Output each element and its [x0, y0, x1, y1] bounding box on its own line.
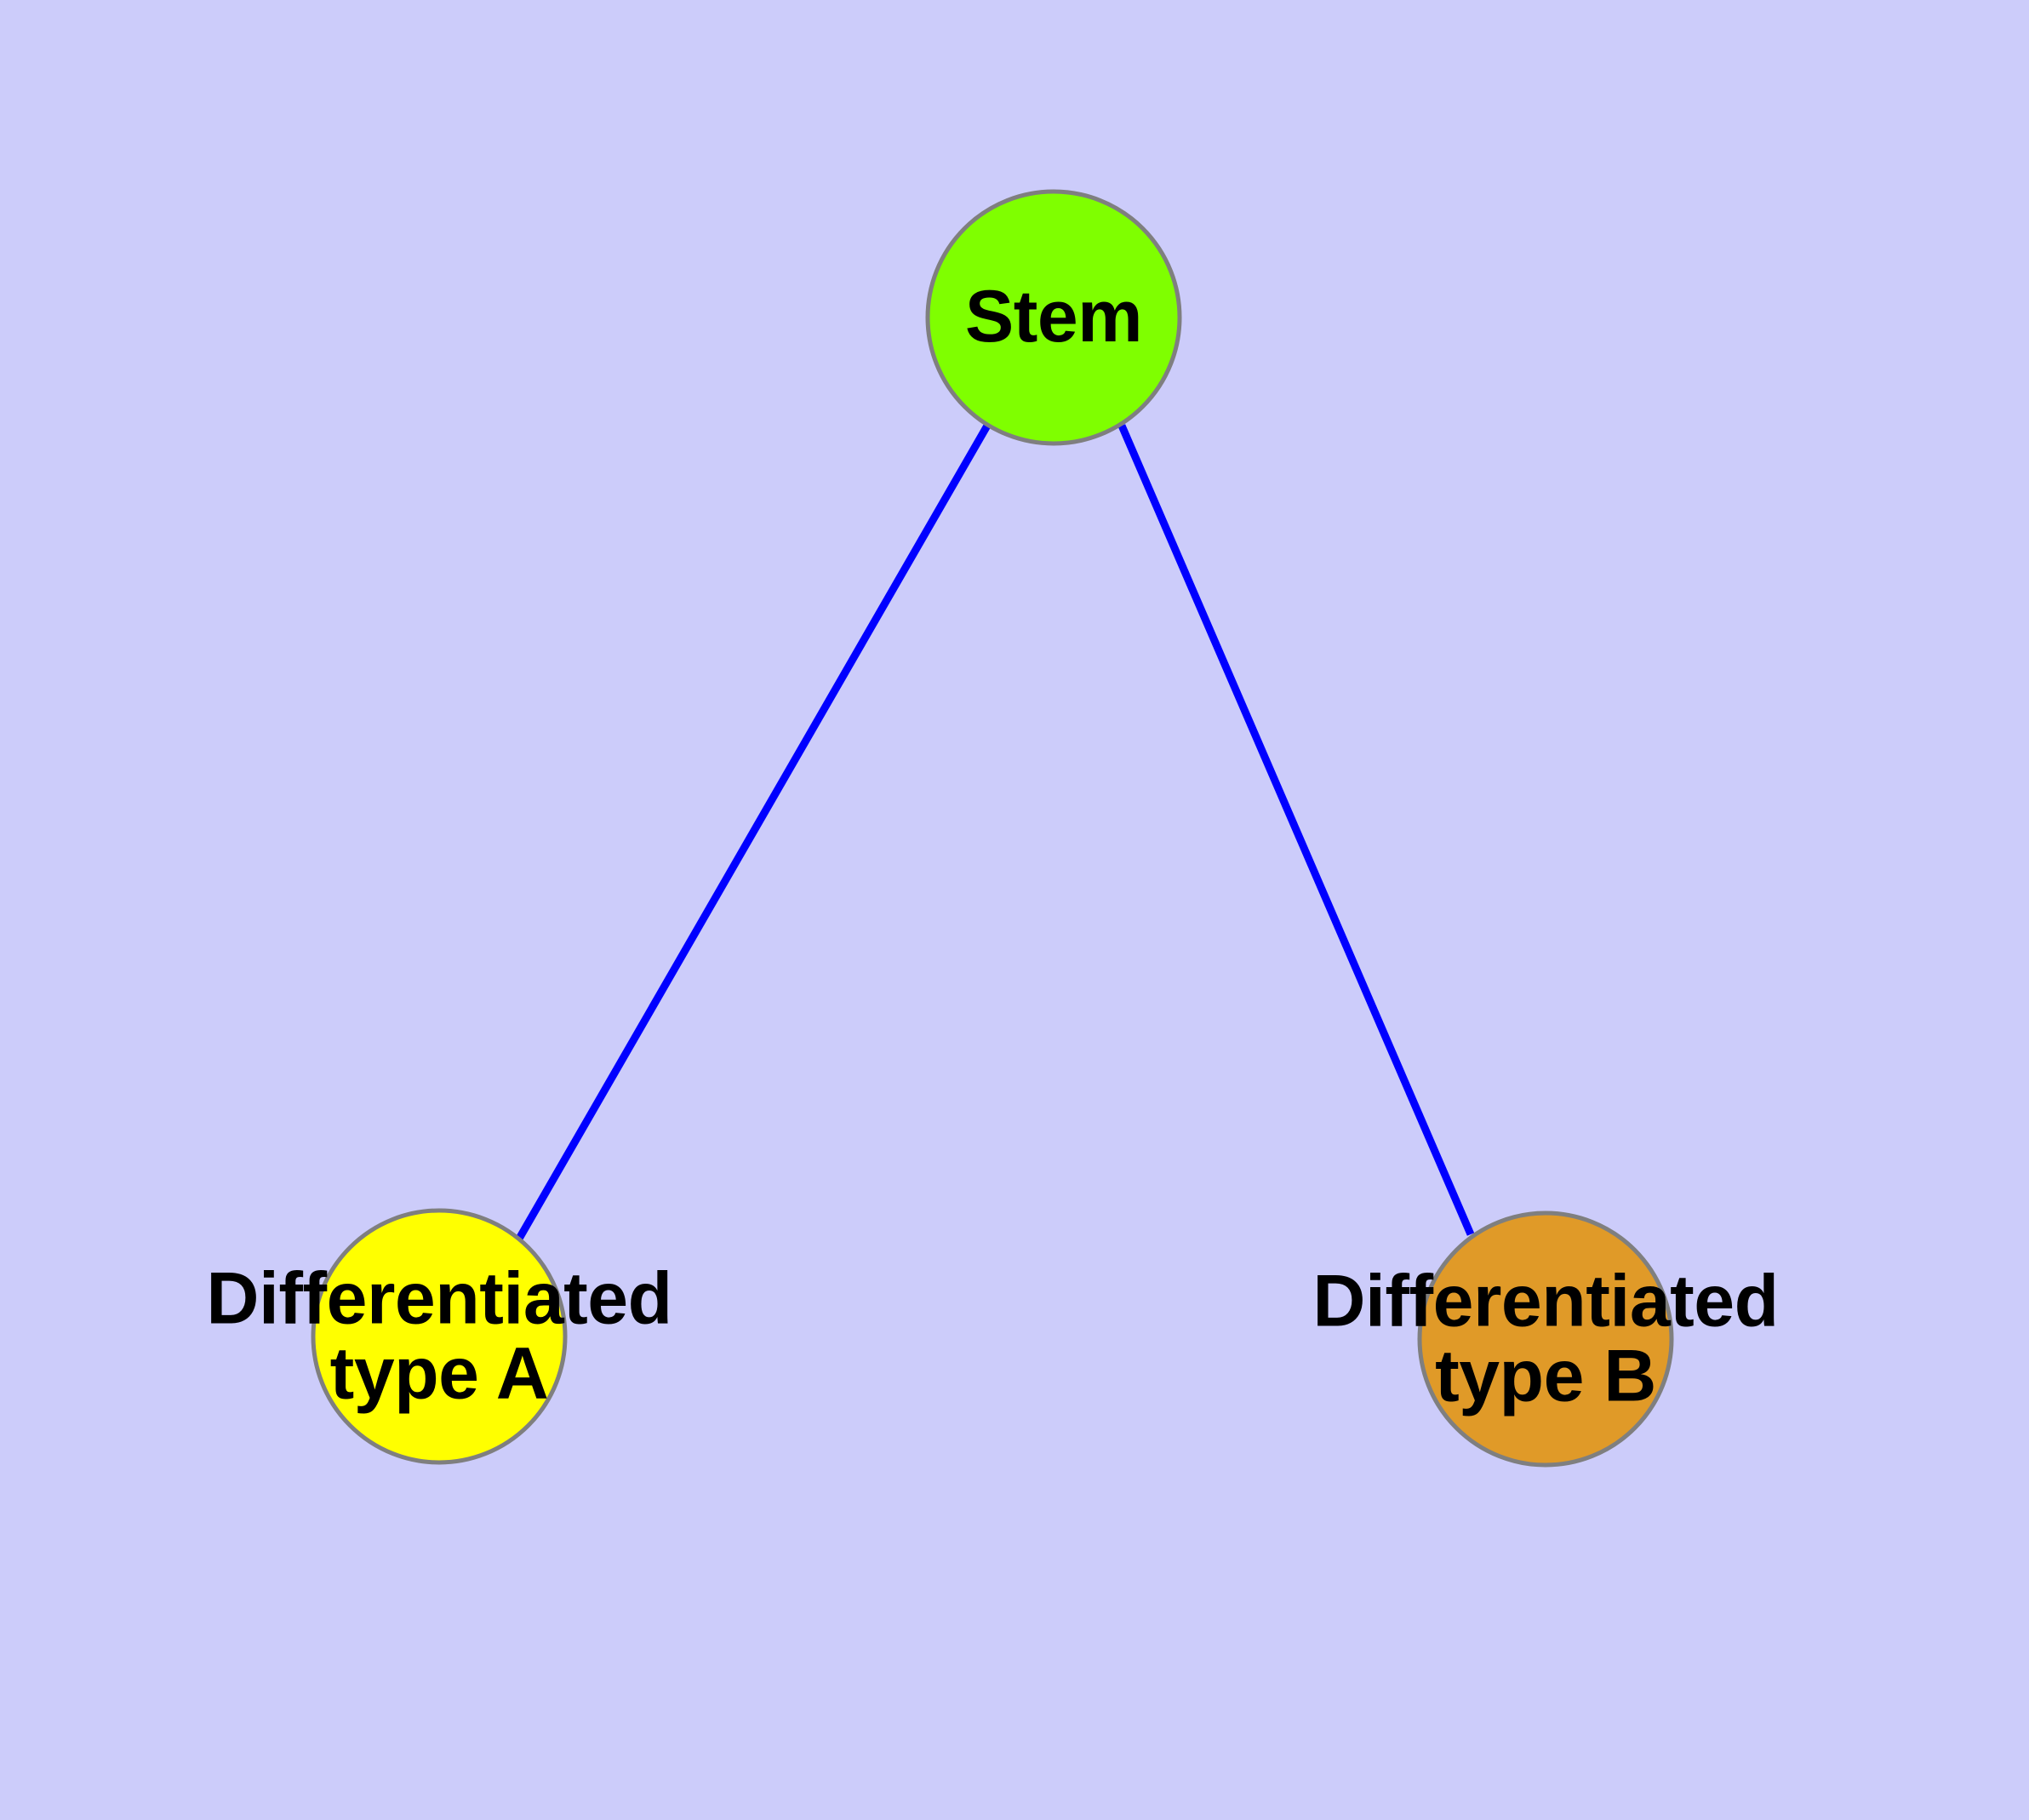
node-differentiated-type-a[interactable] [311, 1208, 568, 1465]
node-stem[interactable] [925, 189, 1182, 446]
node-differentiated-type-b[interactable] [1417, 1210, 1674, 1468]
edge-layer [516, 423, 1475, 1241]
edge-stem-to-differentiated-type-a[interactable] [516, 423, 991, 1241]
edge-stem-to-differentiated-type-b[interactable] [1117, 424, 1475, 1236]
node-layer [311, 189, 1674, 1468]
